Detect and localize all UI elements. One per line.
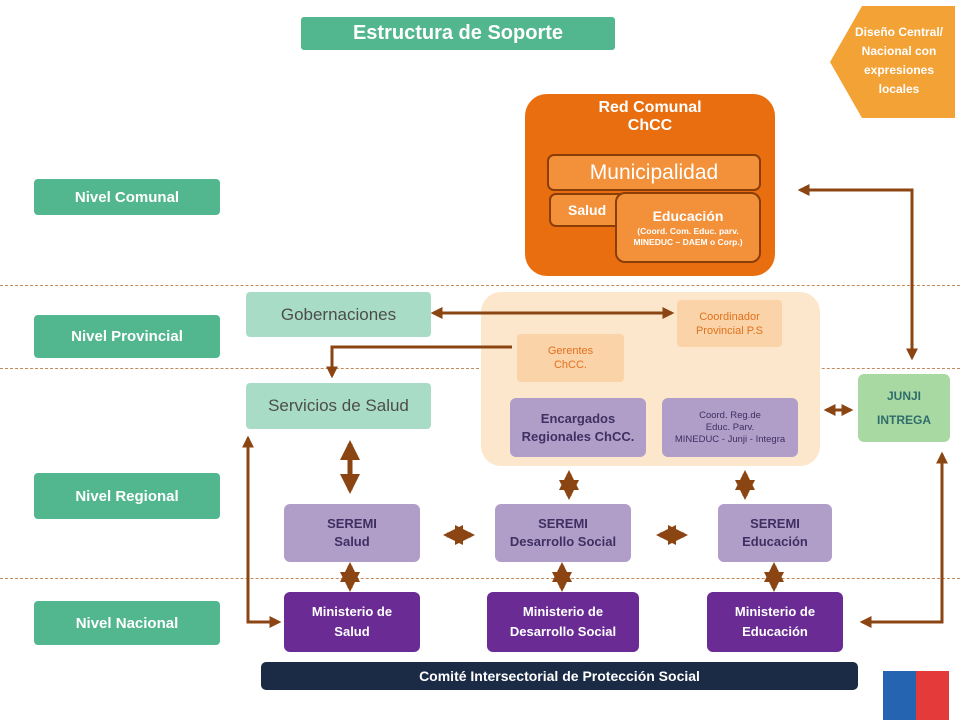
ministerio-educacion-line1: Ministerio de: [734, 604, 816, 619]
coord-reg-educ-box: Coord. Reg.de Educ. Parv. MINEDUC - Junj…: [662, 398, 798, 457]
junji-box: JUNJI INTREGA: [858, 374, 950, 442]
encargados-line1: Encargados: [540, 410, 616, 426]
separator-regional-nacional: [0, 578, 960, 579]
gerentes-line2: ChCC.: [553, 359, 587, 371]
ministerio-salud-box: Ministerio de Salud: [284, 592, 420, 652]
seremi-educacion-line1: SEREMI: [750, 516, 800, 531]
gerentes-line1: Gerentes: [547, 345, 594, 357]
ministerio-educacion-box: Ministerio de Educación: [707, 592, 843, 652]
level-provincial: Nivel Provincial: [34, 315, 220, 358]
coord-reg-line2: Educ. Parv.: [705, 421, 755, 433]
ministerio-desarrollo-box: Ministerio de Desarrollo Social: [487, 592, 639, 652]
junji-line1: JUNJI: [886, 389, 921, 403]
coord-reg-line1: Coord. Reg.de: [699, 409, 761, 421]
level-regional: Nivel Regional: [34, 473, 220, 519]
seremi-salud-line1: SEREMI: [327, 516, 377, 531]
educacion-detail: (Coord. Com. Educ. parv. MINEDUC – DAEM …: [633, 225, 743, 247]
separator-provincial-regional: [0, 368, 960, 369]
educacion-title: Educación: [652, 207, 724, 224]
coordinador-line1: Coordinador: [699, 310, 760, 323]
coordinador-line2: Provincial P.S: [695, 324, 764, 337]
seremi-salud-box: SEREMI Salud: [284, 504, 420, 562]
gobernaciones-box: Gobernaciones: [246, 292, 431, 337]
ministerio-desarrollo-line2: Desarrollo Social: [509, 624, 617, 639]
municipalidad-box: Municipalidad: [547, 154, 761, 191]
comite-bar: Comité Intersectorial de Protección Soci…: [261, 662, 858, 690]
red-comunal-title-line1: Red Comunal: [598, 99, 702, 116]
seremi-salud-line2: Salud: [334, 534, 370, 549]
level-nacional: Nivel Nacional: [34, 601, 220, 645]
seremi-desarrollo-line2: Desarrollo Social: [509, 534, 617, 549]
seremi-educacion-line2: Educación: [742, 534, 808, 549]
encargados-line2: Regionales ChCC.: [521, 428, 635, 444]
red-comunal-title-line2: ChCC: [627, 117, 673, 134]
ministerio-salud-line2: Salud: [334, 624, 370, 639]
arrow-comunal-junji: [797, 184, 918, 361]
seremi-desarrollo-box: SEREMI Desarrollo Social: [495, 504, 631, 562]
page-title: Estructura de Soporte: [301, 17, 615, 50]
seremi-desarrollo-line1: SEREMI: [538, 516, 588, 531]
separator-comunal-provincial: [0, 285, 960, 286]
educacion-comunal-box: Educación (Coord. Com. Educ. parv. MINED…: [615, 192, 761, 263]
level-comunal: Nivel Comunal: [34, 179, 220, 215]
junji-line2: INTREGA: [877, 413, 931, 427]
arrow-junji-ministerio: [859, 451, 948, 628]
seremi-educacion-box: SEREMI Educación: [718, 504, 832, 562]
arrow-servicios-ministerio: [242, 435, 282, 628]
coordinador-provincial-box: Coordinador Provincial P.S: [677, 300, 782, 347]
servicios-salud-box: Servicios de Salud: [246, 383, 431, 429]
ministerio-desarrollo-line1: Ministerio de: [522, 604, 604, 619]
ministerio-educacion-line2: Educación: [742, 624, 808, 639]
ministerio-salud-line1: Ministerio de: [311, 604, 393, 619]
coord-reg-line3: MINEDUC - Junji - Integra: [674, 433, 786, 445]
gobierno-logo: [883, 671, 949, 720]
encargados-box: Encargados Regionales ChCC.: [510, 398, 646, 457]
red-comunal-title: Red Comunal ChCC: [525, 98, 775, 136]
gerentes-box: Gerentes ChCC.: [517, 334, 624, 382]
design-tag: Diseño Central/ Nacional con expresiones…: [854, 25, 944, 96]
arrow-gerentes-servicios: [326, 345, 512, 379]
